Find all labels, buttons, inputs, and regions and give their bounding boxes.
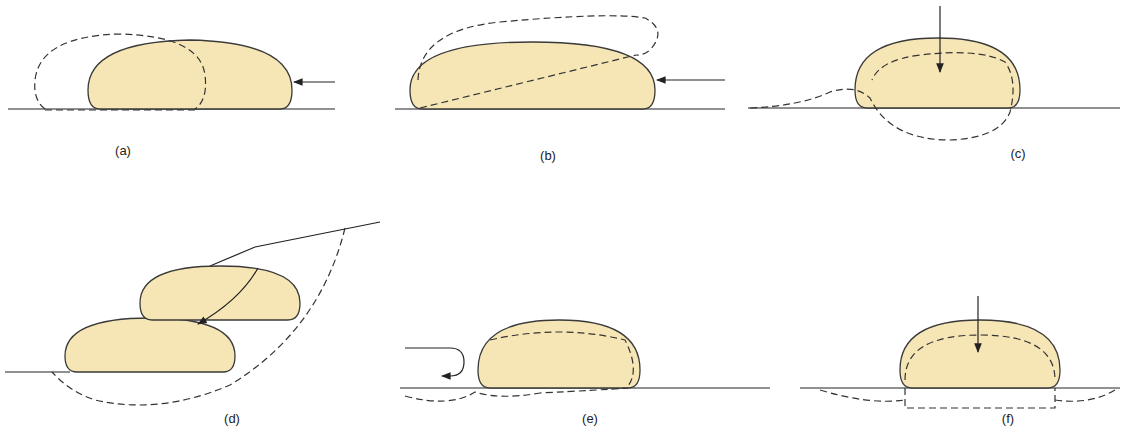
panel-label: (e) xyxy=(582,411,598,426)
panel-b xyxy=(395,16,725,109)
panel-label: (c) xyxy=(1010,146,1025,161)
panel-d xyxy=(5,222,380,405)
panel-c xyxy=(748,6,1120,140)
panel-label: (d) xyxy=(224,411,240,426)
panel-a xyxy=(8,34,335,110)
panel-label: (a) xyxy=(115,143,131,158)
panel-e xyxy=(400,320,770,401)
panel-label: (f) xyxy=(1002,411,1014,426)
panel-f xyxy=(800,296,1120,408)
panel-label: (b) xyxy=(540,148,556,163)
